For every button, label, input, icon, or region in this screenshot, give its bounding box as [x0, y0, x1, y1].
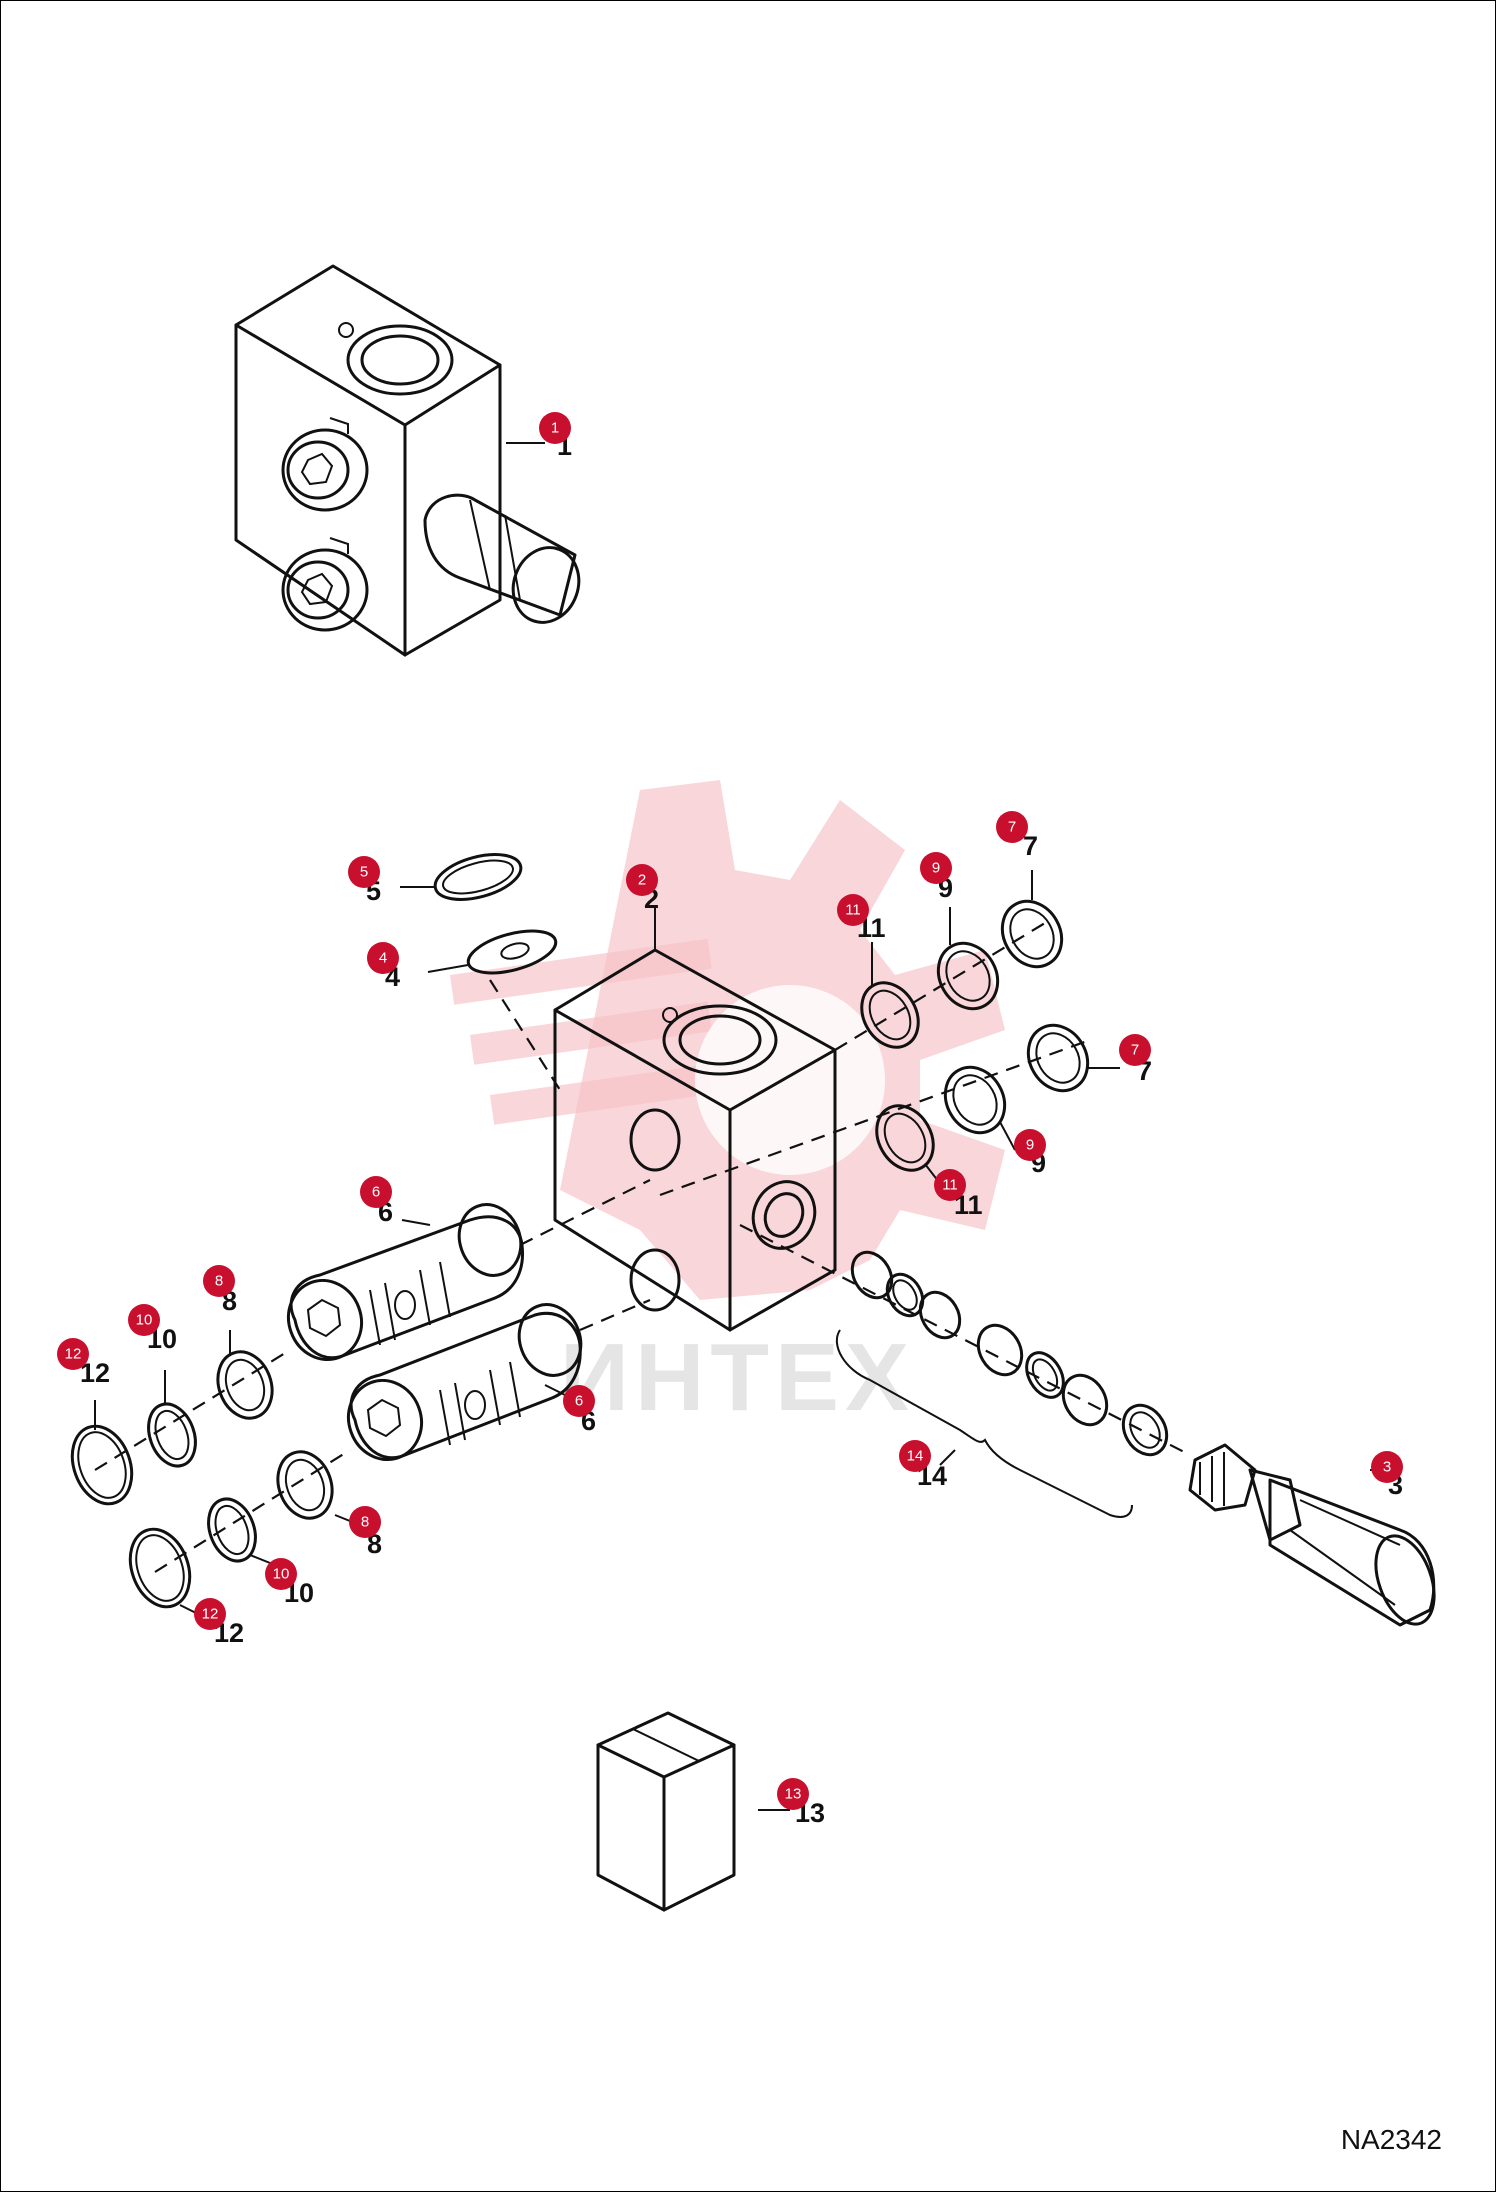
- watermark-text: ИНТЕХ: [560, 1324, 915, 1431]
- svg-text:13: 13: [785, 1786, 802, 1803]
- callout-badge-c12a: 12: [57, 1338, 89, 1370]
- leader-14: [939, 1449, 956, 1466]
- axis-left-lower: [154, 1449, 351, 1573]
- washer: [466, 929, 558, 975]
- svg-text:1: 1: [551, 420, 559, 437]
- relief-cartridge: [1188, 1443, 1436, 1627]
- leader-4: [427, 964, 469, 973]
- callout-badge-c6b: 6: [563, 1385, 595, 1417]
- drawing-code: NA2342: [1340, 2124, 1442, 2155]
- axis-spool-lower: [579, 1298, 651, 1332]
- svg-text:5: 5: [360, 864, 368, 881]
- kit-box: [596, 1711, 736, 1912]
- callout-badge-c9a: 9: [920, 852, 952, 884]
- seal-kit: [739, 1224, 1191, 1518]
- leader-6b: [544, 1384, 566, 1396]
- orings-middle: [875, 1023, 1090, 1172]
- svg-text:6: 6: [372, 1184, 380, 1201]
- axis-left-upper: [94, 1349, 291, 1471]
- svg-text:9: 9: [932, 860, 940, 877]
- svg-text:12: 12: [65, 1346, 82, 1363]
- leader-6a: [401, 1219, 431, 1226]
- svg-text:11: 11: [942, 1177, 958, 1194]
- svg-text:2: 2: [638, 872, 646, 889]
- valve-assembly: [234, 264, 581, 657]
- callout-badge-c4: 4: [367, 942, 399, 974]
- callout-badge-c1: 1: [539, 412, 571, 444]
- callout-badge-c12b: 12: [194, 1598, 226, 1630]
- leader-9b: [999, 1121, 1016, 1151]
- callout-number-c7a: 7: [1023, 831, 1038, 861]
- axis-spool-upper: [519, 1179, 651, 1246]
- svg-text:4: 4: [379, 950, 387, 967]
- spool-upper: [287, 1203, 525, 1362]
- watermark-logo: ИНТЕХ: [449, 780, 1005, 1431]
- snap-ring-top: [433, 853, 523, 901]
- svg-text:8: 8: [215, 1273, 223, 1290]
- callout-badge-c13: 13: [777, 1778, 809, 1810]
- callout-badge-c2: 2: [626, 864, 658, 896]
- svg-text:3: 3: [1383, 1459, 1391, 1476]
- svg-text:11: 11: [845, 902, 861, 919]
- callout-badge-c7a: 7: [996, 811, 1028, 843]
- callout-badge-c7b: 7: [1119, 1034, 1151, 1066]
- svg-text:8: 8: [361, 1514, 369, 1531]
- callout-badge-c8a: 8: [203, 1265, 235, 1297]
- callout-badge-c10b: 10: [265, 1558, 297, 1590]
- callout-badge-c14: 14: [899, 1440, 931, 1472]
- callout-badge-c11b: 11: [934, 1169, 966, 1201]
- svg-text:9: 9: [1026, 1137, 1034, 1154]
- orings-upper: [860, 899, 1064, 1049]
- callout-badge-c8b: 8: [349, 1506, 381, 1538]
- axis-middle: [659, 1038, 1091, 1197]
- spool-lower: [347, 1303, 583, 1462]
- callout-badge-c9b: 9: [1014, 1129, 1046, 1161]
- svg-text:14: 14: [907, 1448, 924, 1465]
- callout-badge-c11a: 11: [837, 894, 869, 926]
- callout-badge-c3: 3: [1371, 1451, 1403, 1483]
- svg-text:10: 10: [273, 1566, 290, 1583]
- svg-text:6: 6: [575, 1393, 583, 1410]
- axis-upper: [834, 919, 1051, 1051]
- callout-badge-c5: 5: [348, 856, 380, 888]
- svg-text:7: 7: [1131, 1042, 1139, 1059]
- svg-text:10: 10: [136, 1312, 153, 1329]
- callout-badge-c10a: 10: [128, 1304, 160, 1336]
- svg-text:7: 7: [1008, 819, 1016, 836]
- svg-text:12: 12: [202, 1606, 219, 1623]
- callout-badge-c6a: 6: [360, 1176, 392, 1208]
